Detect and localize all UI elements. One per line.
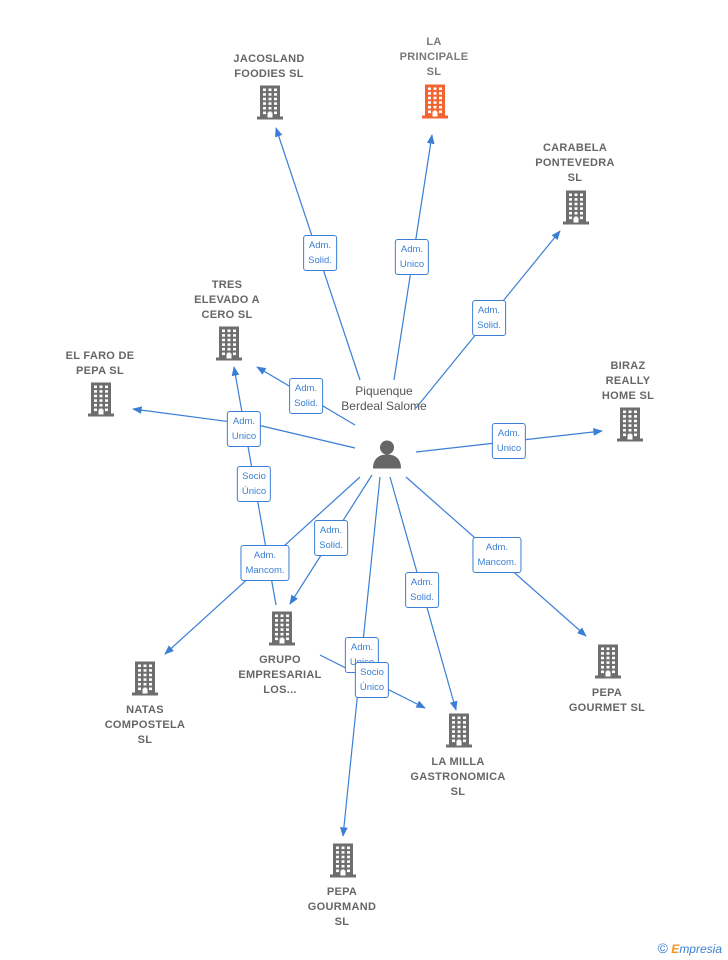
company-label-line: ELEVADO A: [194, 294, 260, 306]
edge-label-natas[interactable]: Adm. Mancom.: [240, 545, 290, 581]
company-label-grupo[interactable]: GRUPO EMPRESARIAL LOS...: [238, 653, 321, 698]
building-icon[interactable]: [129, 660, 161, 701]
building-icon[interactable]: [419, 83, 451, 124]
company-label-line: HOME SL: [601, 390, 655, 402]
edge-label-line: Adm.: [253, 550, 277, 561]
company-label-pepagourmand[interactable]: PEPA GOURMAND SL: [308, 885, 376, 930]
edge-label-line: Socio: [242, 471, 266, 482]
building-icon[interactable]: [85, 381, 117, 422]
company-label-line: GOURMAND: [307, 901, 377, 913]
building-icon[interactable]: [213, 325, 245, 366]
edge-label-line: Solid.: [477, 320, 501, 331]
company-label-line: SL: [334, 916, 350, 928]
copyright-icon: ©: [657, 940, 668, 956]
person-icon[interactable]: [372, 439, 402, 474]
building-icon[interactable]: [560, 189, 592, 230]
company-label-line: SL: [450, 786, 466, 798]
edge-label-line: Adm.: [477, 305, 501, 316]
company-label-line: LOS...: [263, 684, 297, 696]
company-label-natas[interactable]: NATAS COMPOSTELA SL: [105, 703, 186, 748]
edge-label-biraz[interactable]: Adm. Unico: [491, 423, 527, 459]
edge-person-elfaro: [132, 406, 356, 449]
company-label-line: BIRAZ: [610, 360, 646, 372]
edge-label-elfaro[interactable]: Adm. Unico: [226, 411, 262, 447]
edge-label-line: Solid.: [308, 255, 332, 266]
company-label-elfaro[interactable]: EL FARO DE PEPA SL: [66, 349, 135, 379]
company-label-lamilla[interactable]: LA MILLA GASTRONOMICA SL: [410, 755, 505, 800]
building-icon[interactable]: [327, 842, 359, 883]
company-label-line: LA MILLA: [431, 756, 485, 768]
company-label-line: PEPA: [591, 687, 623, 699]
company-label-line: EL FARO DE: [65, 350, 135, 362]
edge-label-lamilla[interactable]: Adm. Solid.: [405, 572, 439, 608]
edge-label-line: Único: [359, 682, 385, 693]
company-label-line: SL: [137, 734, 153, 746]
company-label-carabela[interactable]: CARABELA PONTEVEDRA SL: [535, 141, 614, 186]
edge-label-line: Solid.: [294, 398, 318, 409]
edge-label-line: Unico: [399, 259, 425, 270]
edge-label-line: Adm.: [294, 383, 318, 394]
edge-label-carabela[interactable]: Adm. Solid.: [472, 300, 506, 336]
brand-initial: E: [671, 942, 680, 956]
company-label-line: COMPOSTELA: [104, 719, 186, 731]
company-label-tres[interactable]: TRES ELEVADO A CERO SL: [194, 278, 260, 323]
company-label-line: GOURMET SL: [568, 702, 646, 714]
company-label-line: EMPRESARIAL: [238, 669, 322, 681]
company-label-laprincipale[interactable]: LA PRINCIPALE SL: [400, 35, 469, 80]
company-label-line: NATAS: [126, 704, 164, 716]
edge-label-line: Unico: [496, 443, 522, 454]
company-label-line: PRINCIPALE: [399, 51, 469, 63]
company-label-line: PEPA SL: [76, 365, 124, 377]
company-label-line: GRUPO: [259, 654, 301, 666]
company-label-biraz[interactable]: BIRAZ REALLY HOME SL: [602, 359, 654, 404]
edge-label-line: Adm.: [308, 240, 332, 251]
edge-label-pepagourmet[interactable]: Adm. Mancom.: [472, 537, 522, 573]
company-label-line: SL: [567, 172, 583, 184]
company-label-line: CARABELA: [542, 142, 608, 154]
company-label-line: PEPA: [326, 886, 358, 898]
company-label-line: REALLY: [605, 375, 651, 387]
edge-label-grupo[interactable]: Adm. Solid.: [314, 520, 348, 556]
person-name[interactable]: Piquenque Berdeal Salome: [341, 384, 427, 413]
edge-label-line: Adm.: [497, 428, 521, 439]
building-icon[interactable]: [592, 643, 624, 684]
building-icon[interactable]: [266, 610, 298, 651]
edge-label-tres[interactable]: Adm. Solid.: [289, 378, 323, 414]
company-label-line: GASTRONOMICA: [410, 771, 506, 783]
edge-label-line: Solid.: [410, 592, 434, 603]
company-label-line: FOODIES SL: [234, 68, 304, 80]
footer-brand: © Empresia: [658, 940, 722, 956]
edge-label-line: Adm.: [232, 416, 256, 427]
building-icon[interactable]: [614, 406, 646, 447]
edge-label-jacosland[interactable]: Adm. Solid.: [303, 235, 337, 271]
edge-label-line: Adm.: [410, 577, 434, 588]
edge-label-line: Adm.: [319, 525, 343, 536]
edge-label-line: Adm.: [350, 642, 374, 653]
brand-name: mpresia: [679, 942, 722, 956]
edge-label-line: Solid.: [319, 540, 343, 551]
edge-label-line: Unico: [231, 431, 257, 442]
edge-label-line: Adm.: [485, 542, 509, 553]
company-label-line: LA: [426, 36, 442, 48]
edge-label-laprincipale[interactable]: Adm. Unico: [394, 239, 430, 275]
company-label-pepagourmet[interactable]: PEPA GOURMET SL: [569, 686, 645, 716]
building-icon[interactable]: [443, 712, 475, 753]
edge-label-line: Mancom.: [477, 557, 517, 568]
edge-label-line: Mancom.: [245, 565, 285, 576]
company-label-line: JACOSLAND: [233, 53, 305, 65]
company-label-line: CERO SL: [201, 309, 253, 321]
edge-label-line: Único: [241, 486, 267, 497]
building-icon[interactable]: [254, 84, 286, 125]
company-label-line: PONTEVEDRA: [535, 157, 615, 169]
company-label-line: TRES: [211, 279, 243, 291]
company-label-jacosland[interactable]: JACOSLAND FOODIES SL: [233, 52, 304, 82]
company-label-line: SL: [426, 66, 442, 78]
edge-label-line: Adm.: [400, 244, 424, 255]
edge-label-line: Socio: [360, 667, 384, 678]
